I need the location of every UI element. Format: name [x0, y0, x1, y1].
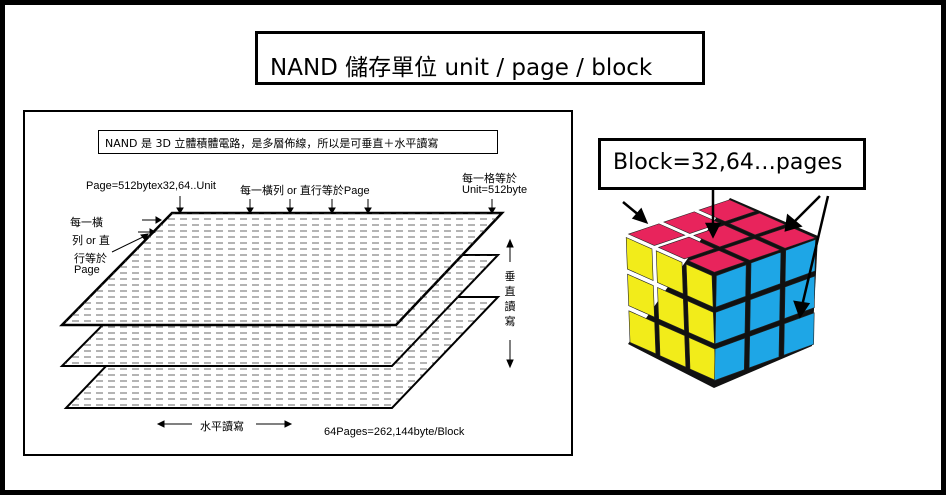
vertical-rw-char: 垂 [504, 271, 516, 283]
page-arrows [111, 196, 496, 253]
unit-label-line1: 每一格等於 [462, 173, 517, 185]
vertical-arrow [506, 238, 514, 369]
right-face-sticker [715, 264, 747, 308]
vertical-rw-char: 直 [504, 286, 516, 298]
right-face-sticker [748, 325, 780, 369]
vertical-rw-char: 寫 [504, 316, 516, 328]
diagram-caption: NAND 是 3D 立體積體電路，是多層佈線，所以是可垂直＋水平讀寫 [105, 137, 439, 150]
left-face-sticker [628, 310, 657, 355]
page-title: NAND 儲存單位 unit / page / block [270, 55, 653, 81]
top-face-sticker [758, 226, 817, 249]
block-size-label: 64Pages=262,144byte/Block [324, 426, 465, 438]
right-face-sticker [714, 301, 746, 345]
top-face-sticker [728, 212, 787, 236]
title-box: NAND 儲存單位 unit / page / block [255, 31, 705, 85]
left-label-line3: 行等於 [74, 253, 107, 265]
right-face-sticker [783, 312, 815, 356]
left-face-sticker [627, 273, 655, 318]
top-face-sticker [687, 250, 746, 273]
left-label-line2: 列 or 直 [72, 235, 110, 247]
unit-label-line2: Unit=512byte [462, 184, 528, 196]
diagram-caption-box: NAND 是 3D 立體積體電路，是多層佈線，所以是可垂直＋水平讀寫 [98, 130, 498, 154]
page-size-label: Page=512bytex32,64..Unit [86, 180, 216, 192]
vertical-rw-label: 垂 直 讀 寫 [503, 270, 517, 330]
horizontal-arrow [156, 420, 293, 428]
block-label-box: Block=32,64…pages [598, 138, 866, 190]
left-face-sticker [655, 250, 684, 295]
cube-body [625, 198, 818, 388]
block-arrows [622, 190, 830, 319]
right-face-sticker [714, 337, 746, 381]
top-face-sticker [627, 223, 686, 246]
top-face-sticker [657, 236, 716, 260]
left-face-sticker [688, 337, 717, 381]
right-face-sticker [784, 239, 816, 283]
left-face-sticker [657, 287, 685, 331]
left-label-line4: Page [74, 264, 100, 276]
left-face-sticker [625, 237, 654, 281]
left-face-sticker [687, 300, 715, 345]
left-face-sticker [658, 323, 687, 368]
right-face-sticker [749, 288, 781, 332]
horizontal-rw-label: 水平讀寫 [200, 421, 244, 433]
row-or-col-label: 每一橫列 or 直行等於Page [240, 185, 370, 197]
right-face-sticker [750, 251, 782, 295]
top-face-sticker [723, 238, 781, 261]
block-label: Block=32,64…pages [613, 150, 843, 175]
left-face-sticker [685, 263, 714, 308]
vertical-rw-char: 讀 [504, 301, 516, 313]
left-label-line1: 每一橫 [70, 217, 103, 229]
